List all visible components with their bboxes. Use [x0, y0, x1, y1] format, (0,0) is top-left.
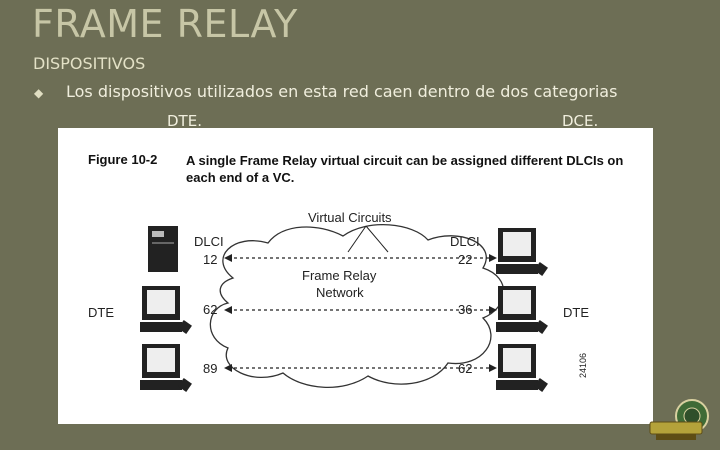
logo-badge-icon: [649, 399, 709, 440]
right-dlci-value: 62: [458, 361, 473, 376]
figure-id: 24106: [578, 352, 588, 378]
workstation-icon: [496, 228, 548, 276]
sub-item-dce: DCE.: [562, 112, 599, 130]
right-dlci-value: 22: [458, 252, 473, 267]
bullet-text: Los dispositivos utilizados en esta red …: [66, 82, 618, 101]
left-dte-label: DTE: [88, 305, 114, 320]
workstation-icon: [496, 344, 548, 392]
right-dlci-label: DLCI: [450, 234, 480, 249]
virtual-circuits-label: Virtual Circuits: [308, 210, 392, 225]
slide-subtitle: DISPOSITIVOS: [33, 54, 146, 73]
cloud-icon: [209, 224, 505, 388]
right-dte-label: DTE: [563, 305, 589, 320]
left-dlci-value: 12: [203, 252, 218, 267]
left-dlci-value: 89: [203, 361, 218, 376]
network-label-line1: Frame Relay: [302, 268, 377, 283]
figure-panel: Figure 10-2 A single Frame Relay virtual…: [58, 128, 653, 424]
workstation-icon: [496, 286, 548, 334]
right-dlci-value: 36: [458, 302, 473, 317]
left-dlci-label: DLCI: [194, 234, 224, 249]
network-label-line2: Network: [316, 285, 364, 300]
sub-item-dte: DTE.: [167, 112, 202, 130]
figure-number: Figure 10-2: [88, 152, 158, 167]
left-dlci-value: 62: [203, 302, 218, 317]
server-icon: [148, 226, 178, 272]
workstation-icon: [140, 344, 192, 392]
diamond-bullet-icon: ◆: [34, 86, 44, 100]
workstation-icon: [140, 286, 192, 334]
slide-title: FRAME RELAY: [32, 2, 298, 46]
figure-diagram: [140, 224, 548, 392]
figure-caption: A single Frame Relay virtual circuit can…: [186, 153, 624, 185]
